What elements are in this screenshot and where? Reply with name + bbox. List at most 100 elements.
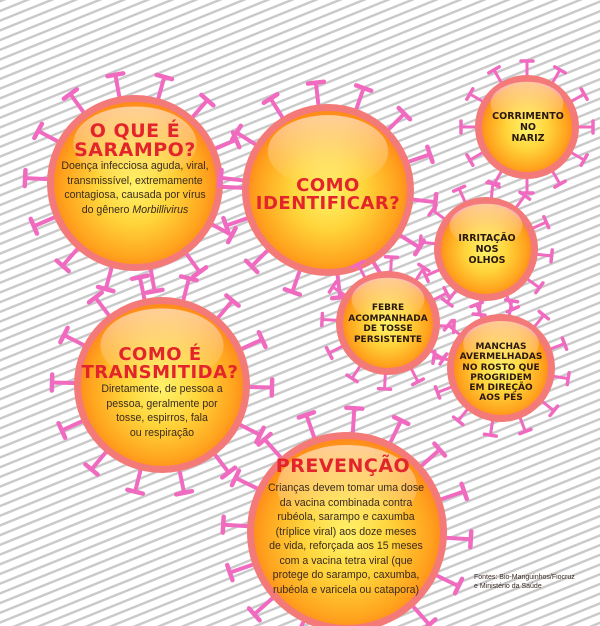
spike-cap: [518, 427, 533, 436]
virus-shine: [100, 308, 224, 383]
spike-cap: [173, 488, 195, 497]
symptom-febre: FEBRE ACOMPANHADA DE TOSSE PERSISTENTE: [348, 303, 428, 345]
spike-cap: [425, 144, 435, 165]
spike-cap: [451, 415, 465, 427]
spike-cap: [154, 72, 175, 82]
spike-cap: [230, 123, 244, 142]
spike-cap: [548, 404, 560, 418]
spike: [210, 449, 231, 475]
spike: [36, 128, 64, 146]
spike-cap: [383, 255, 400, 260]
spike-cap: [465, 153, 475, 167]
symptom-manchas: MANCHAS AVERMELHADAS NO ROSTO QUE PROGRI…: [459, 342, 543, 404]
spike: [213, 298, 235, 323]
spike-cap: [345, 373, 359, 384]
virus-febre: [320, 255, 456, 391]
spike-cap: [579, 87, 589, 101]
spike-cap: [220, 514, 226, 535]
sarampo-title: O QUE É SARAMPO?: [60, 121, 210, 162]
spike-cap: [440, 297, 454, 308]
sarampo-text-line4: do gênero Morbillivirus: [81, 203, 189, 216]
spike-cap: [487, 65, 501, 75]
virus-transmitida: [49, 273, 275, 497]
identificar-title: COMO IDENTIFICAR?: [248, 175, 408, 214]
spike: [262, 437, 286, 463]
spike-cap: [469, 300, 484, 309]
spike-cap: [86, 290, 104, 305]
spike: [60, 244, 82, 268]
spike: [93, 295, 114, 321]
spike-cap: [376, 386, 393, 391]
spike: [252, 593, 278, 617]
spike-cap: [178, 274, 199, 283]
spike: [182, 248, 202, 274]
spike: [113, 72, 123, 103]
spike-cap: [54, 258, 71, 274]
virus-shine: [490, 81, 564, 126]
spike-cap: [424, 617, 438, 626]
spike: [224, 215, 253, 228]
spike-cap: [442, 318, 454, 332]
spike: [249, 245, 273, 269]
spike: [234, 130, 261, 149]
virus-shine: [463, 321, 539, 367]
spike: [236, 337, 265, 353]
spike-cap: [256, 329, 268, 350]
spike: [431, 571, 461, 589]
spike-cap: [221, 215, 231, 236]
spike-cap: [482, 432, 499, 438]
spike-cap: [254, 425, 266, 445]
spike: [395, 231, 422, 250]
virus-shine: [277, 445, 417, 529]
spike-cap: [246, 606, 262, 623]
spike: [137, 275, 148, 305]
virus-shine: [351, 277, 425, 322]
spike-cap: [282, 287, 303, 297]
symptom-irritacao: IRRITAÇÃO NOS OLHOS: [458, 233, 516, 266]
spike-cap: [224, 293, 241, 308]
spike: [218, 175, 249, 183]
sarampo-text-line3: contagiosa, causada por vírus: [64, 189, 206, 201]
spike-cap: [534, 281, 545, 295]
spike-cap: [95, 284, 116, 294]
spike-cap: [144, 287, 165, 295]
transmitida-title-line1: COMO É: [118, 344, 202, 365]
spike: [61, 333, 90, 349]
spike-cap: [459, 481, 470, 502]
prevencao-title: PREVENÇÃO: [275, 455, 411, 477]
identificar-title-line1: COMO: [296, 175, 360, 196]
spike-cap: [451, 184, 467, 193]
spike-cap: [503, 298, 520, 304]
spike-cap: [350, 259, 366, 269]
spike: [313, 80, 321, 111]
spike-cap: [417, 234, 423, 250]
spike-cap: [468, 529, 474, 550]
transmitida-description: Diretamente, de pessoa a pessoa, geralme…: [101, 383, 223, 439]
symptom-corrimento: CORRIMENTO NO NARIZ: [492, 111, 564, 144]
spike-cap: [431, 349, 437, 366]
spike-cap: [125, 487, 146, 496]
spike: [299, 616, 308, 626]
spike-cap: [421, 268, 430, 284]
spike-cap: [327, 280, 338, 294]
spike-cap: [220, 465, 238, 480]
sarampo-title-line2: SARAMPO?: [74, 139, 196, 162]
spike-cap: [83, 462, 100, 477]
spike: [180, 276, 191, 306]
spike-cap: [537, 309, 551, 321]
spike: [188, 98, 210, 122]
spike-cap: [417, 262, 431, 273]
spike: [216, 184, 247, 190]
spike-cap: [518, 190, 532, 201]
spike: [350, 406, 357, 439]
spike-cap: [391, 414, 411, 427]
spike-cap: [61, 87, 80, 101]
spike-cap: [485, 180, 501, 186]
sources-credit: Fontes: Bio-Manguinhos/Fiocruz e Ministé…: [474, 574, 575, 590]
spike-cap: [542, 214, 551, 230]
virus-shine: [449, 203, 523, 248]
virus-corrimento: [459, 59, 595, 195]
spike: [416, 447, 442, 471]
virus-prevencao: [220, 405, 474, 626]
spike-cap: [243, 258, 260, 275]
